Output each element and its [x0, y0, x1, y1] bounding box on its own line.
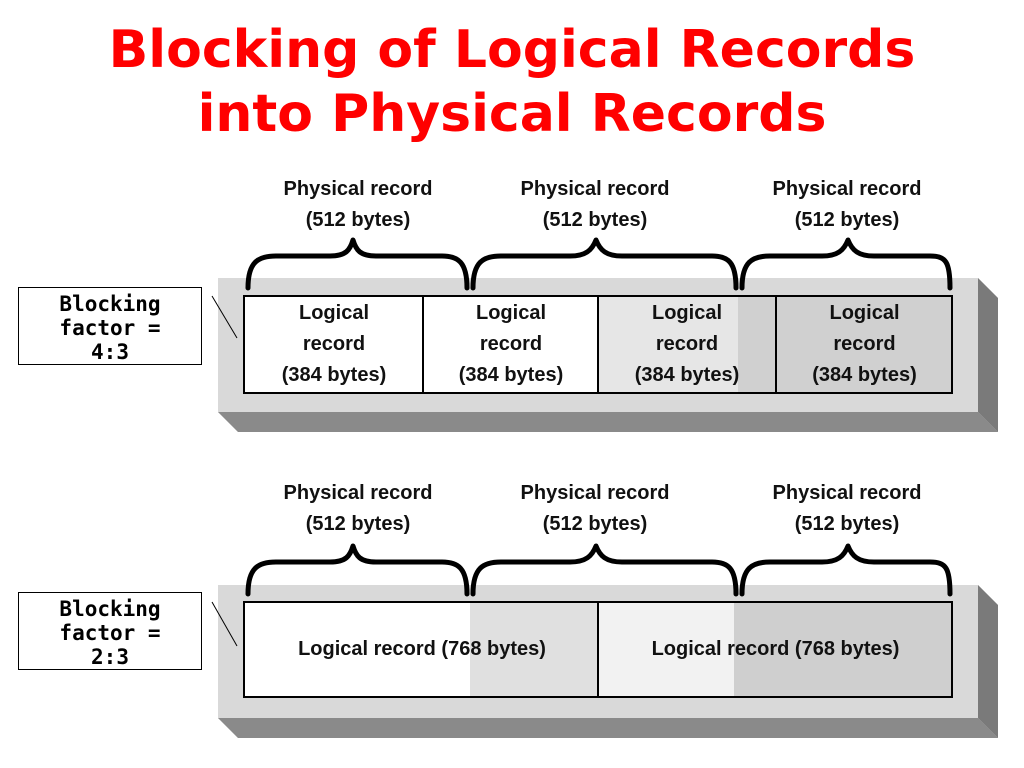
- diagram2-logical-record-1: Logical record (768 bytes): [246, 634, 598, 665]
- diagram2-physical-record-label-2: Physical record (512 bytes): [490, 478, 700, 540]
- diagram1-logical-record-4: Logical record (384 bytes): [777, 298, 952, 391]
- logical-record-size: (384 bytes): [634, 364, 740, 386]
- diagram1-shade-region-dark: [738, 296, 952, 393]
- diagram1-physical-record-label-1: Physical record (512 bytes): [253, 174, 463, 236]
- diagram2-record-strip: [243, 601, 953, 698]
- logical-record-text: Logical record (768 bytes): [298, 638, 546, 660]
- physical-record-size: (512 bytes): [305, 513, 411, 535]
- physical-record-size: (512 bytes): [794, 513, 900, 535]
- physical-record-size: (512 bytes): [542, 513, 648, 535]
- diagram1-logical-record-1: Logical record (384 bytes): [246, 298, 422, 391]
- logical-record-text: Logical record (768 bytes): [651, 638, 900, 660]
- logical-record-size: (384 bytes): [281, 364, 387, 386]
- diagram1-brace-2: [470, 237, 739, 291]
- title-line-1: Blocking of Logical Records: [108, 20, 916, 80]
- diagram1-record-strip: [243, 295, 953, 394]
- logical-record-line-2: record: [833, 333, 896, 355]
- logical-record-line-1: Logical: [829, 302, 900, 324]
- physical-record-title: Physical record: [772, 482, 922, 504]
- diagram2-callout-line: [211, 601, 238, 647]
- physical-record-title: Physical record: [283, 482, 433, 504]
- physical-record-title: Physical record: [283, 178, 433, 200]
- diagram2-brace-3: [739, 543, 953, 597]
- physical-record-title: Physical record: [772, 178, 922, 200]
- logical-record-line-2: record: [655, 333, 719, 355]
- diagram2-logical-record-2: Logical record (768 bytes): [599, 634, 952, 665]
- diagram2-physical-record-label-1: Physical record (512 bytes): [253, 478, 463, 540]
- diagram1-brace-1: [245, 237, 470, 291]
- logical-record-line-1: Logical: [651, 302, 722, 324]
- physical-record-title: Physical record: [520, 178, 670, 200]
- diagram1-braces: [245, 237, 953, 291]
- title-line-2: into Physical Records: [197, 84, 827, 144]
- diagram2-factor-line-1: Blocking: [59, 597, 161, 621]
- diagram2-blocking-factor-box: Blocking factor = 2:3: [18, 592, 202, 670]
- diagram1-factor-line-3: 4:3: [91, 340, 129, 364]
- logical-record-line-2: record: [302, 333, 366, 355]
- diagram1-logical-record-3: Logical record (384 bytes): [599, 298, 775, 391]
- diagram1-physical-record-label-3: Physical record (512 bytes): [742, 174, 952, 236]
- diagram2-brace-1: [245, 543, 470, 597]
- diagram2-factor-line-3: 2:3: [91, 645, 129, 669]
- diagram2-shade-region-2: [598, 602, 734, 697]
- diagram2-shade-region-1: [470, 602, 598, 697]
- diagram2-brace-2: [470, 543, 739, 597]
- logical-record-line-1: Logical: [298, 302, 369, 324]
- physical-record-size: (512 bytes): [305, 209, 411, 231]
- diagram2-physical-record-label-3: Physical record (512 bytes): [742, 478, 952, 540]
- diagram1-physical-record-label-2: Physical record (512 bytes): [490, 174, 700, 236]
- logical-record-size: (384 bytes): [812, 364, 917, 386]
- diagram1-factor-line-2: factor =: [59, 316, 161, 340]
- diagram1-logical-record-2: Logical record (384 bytes): [424, 298, 598, 391]
- diagram2-braces: [245, 543, 953, 597]
- logical-record-size: (384 bytes): [458, 364, 564, 386]
- physical-record-size: (512 bytes): [542, 209, 648, 231]
- diagram1-callout-line: [211, 295, 238, 339]
- diagram2-factor-line-2: factor =: [59, 621, 161, 645]
- slide-title: Blocking of Logical Records into Physica…: [0, 18, 1024, 146]
- logical-record-line-1: Logical: [475, 302, 546, 324]
- diagram2-shade-region-3: [734, 602, 952, 697]
- diagram1-factor-line-1: Blocking: [59, 292, 161, 316]
- diagram1-brace-3: [739, 237, 953, 291]
- diagram1-blocking-factor-box: Blocking factor = 4:3: [18, 287, 202, 365]
- physical-record-size: (512 bytes): [794, 209, 900, 231]
- physical-record-title: Physical record: [520, 482, 670, 504]
- logical-record-line-2: record: [479, 333, 543, 355]
